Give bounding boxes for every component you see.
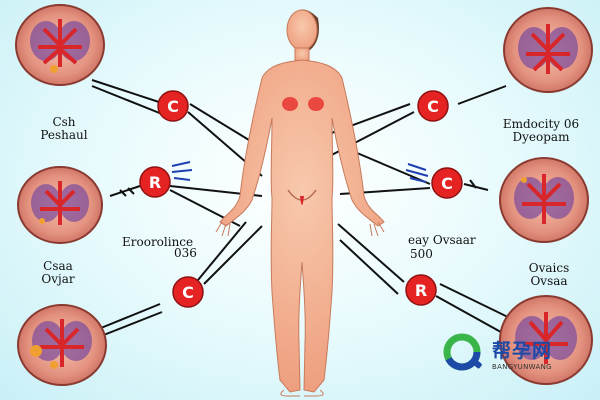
connector-lines [91, 79, 515, 339]
connector-line [95, 303, 161, 331]
label-center-right-number: 500 [410, 247, 433, 261]
label-center-left: Eroorolince [122, 235, 194, 249]
human-figure [215, 9, 385, 397]
label-left-top-line2: Peshaul [40, 128, 88, 142]
label-left-mid: Csaa Ovjar [28, 260, 88, 286]
svg-text:R: R [149, 173, 161, 192]
label-right-top-line2: Dyeopam [512, 130, 570, 144]
watermark-latin: BANGYUNWANG [492, 362, 552, 371]
marker-right-lower: R [405, 274, 437, 306]
breast-highlight-left [282, 97, 298, 111]
connector-line [109, 185, 141, 197]
watermark-chinese: 帮孕网 [492, 339, 553, 362]
watermark-text: 帮孕网 BANGYUNWANG [492, 336, 552, 371]
connector-line [321, 111, 415, 161]
connector-line [337, 223, 405, 283]
connector-line [317, 103, 411, 139]
connector-line [91, 79, 166, 105]
label-left-mid-line2: Ovjar [41, 272, 75, 286]
label-center-left-number: 036 [174, 246, 197, 260]
svg-text:C: C [441, 174, 453, 193]
marker-right-middle: C [431, 167, 463, 199]
watermark-logo-icon [443, 333, 482, 371]
label-left-top-line1: Csh [52, 115, 76, 129]
svg-text:R: R [415, 281, 427, 300]
right-hand [369, 221, 385, 237]
svg-text:C: C [167, 97, 179, 116]
connector-line [197, 221, 247, 281]
connector-line [339, 239, 399, 295]
breast-highlight-right [308, 97, 324, 111]
svg-text:C: C [182, 283, 194, 302]
blue-tick-marks [119, 161, 477, 197]
organ-illustration-right-mid [499, 157, 589, 243]
marker-left-middle: R [139, 166, 171, 198]
connector-line [349, 149, 431, 185]
connector-line [457, 85, 507, 105]
body-silhouette [219, 59, 385, 393]
label-right-mid: Ovaics Ovsaa [514, 262, 584, 288]
label-center-right: eay Ovsaar [408, 233, 476, 247]
marker-right-upper: C [417, 90, 449, 122]
marker-left-lower: C [172, 276, 204, 308]
label-left-top: Csh Peshaul [34, 116, 94, 142]
connector-line [203, 225, 263, 285]
label-right-top-line1: Emdocity 06 [502, 117, 580, 131]
connector-line [95, 311, 163, 339]
head [286, 9, 318, 51]
marker-left-upper: C [157, 90, 189, 122]
organ-illustration-right-bottom [499, 295, 593, 385]
uterus-highlight [300, 196, 304, 205]
label-right-mid-line2: Ovsaa [530, 274, 568, 288]
label-right-mid-line1: Ovaics [528, 261, 570, 275]
connector-line [91, 85, 163, 115]
label-right-top: Emdocity 06 Dyeopam [496, 118, 586, 144]
connector-line [435, 295, 509, 337]
label-left-mid-line1: Csaa [43, 259, 73, 273]
feet [280, 389, 324, 397]
organ-illustration-left-mid [17, 166, 103, 244]
organ-illustration-left-bottom [17, 304, 107, 386]
svg-text:C: C [427, 97, 439, 116]
organ-illustration-left-top [15, 4, 105, 86]
connector-line [439, 283, 515, 321]
watermark: 帮孕网 BANGYUNWANG [442, 330, 592, 376]
organ-illustration-right-top [503, 7, 593, 93]
left-hand [215, 221, 231, 237]
